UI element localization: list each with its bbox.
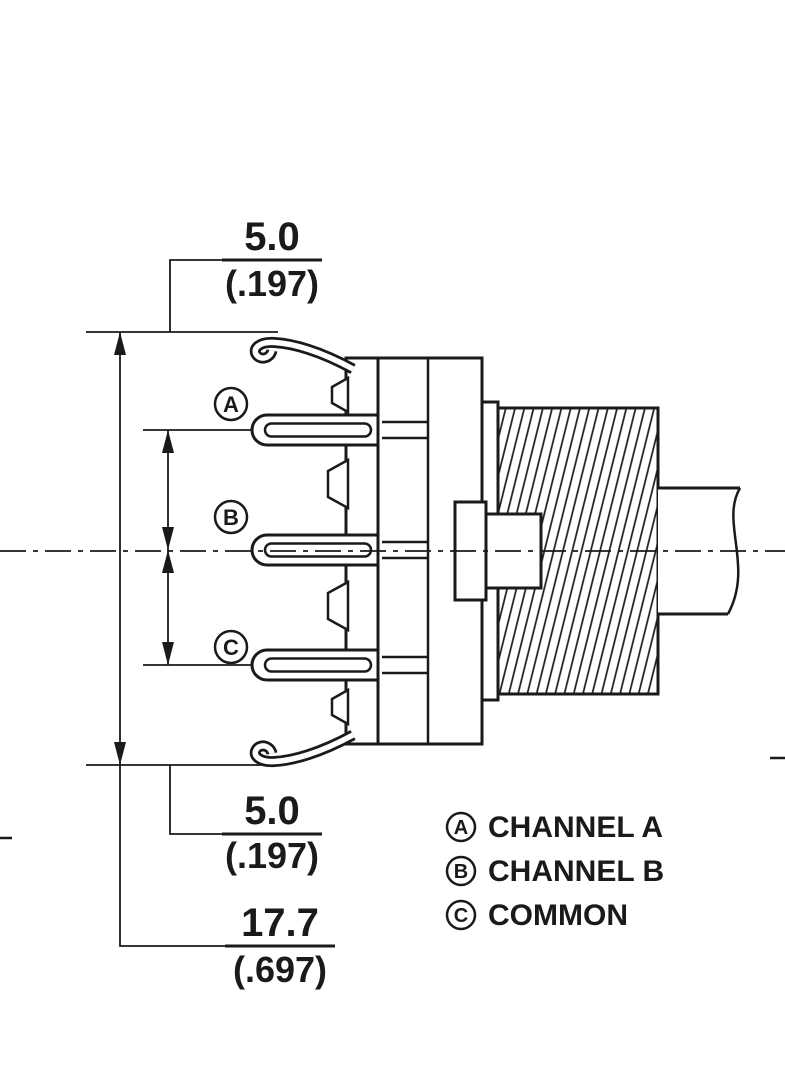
arrowhead-down-icon [162, 527, 174, 550]
arrowhead-down-icon [162, 642, 174, 665]
callout-letter-a: A [223, 392, 239, 417]
clip-core [252, 732, 355, 765]
legend: A CHANNEL A B CHANNEL B C COMMON [445, 811, 664, 932]
overall-dimension-line [119, 332, 225, 947]
legend-row-channel-b: B CHANNEL B [445, 855, 664, 888]
arrowhead-up-icon [162, 430, 174, 453]
legend-circle-b [445, 855, 477, 887]
legend-circle-a [445, 811, 477, 843]
dimension-lines [86, 259, 278, 947]
dimension-top: 5.0 (.197) [222, 215, 322, 304]
legend-row-common: C COMMON [445, 899, 628, 932]
terminal-c [250, 648, 384, 682]
dimension-alt-value: (.697) [233, 949, 327, 990]
callout-circle-b [213, 499, 249, 535]
legend-label: COMMON [488, 899, 628, 932]
dimension-alt-value: (.197) [225, 263, 319, 304]
arrowhead-down-icon [114, 742, 126, 765]
legend-symbol: A [454, 817, 468, 839]
bottom-mounting-clip [249, 730, 356, 768]
clip-core [252, 339, 355, 372]
top-dimension-leader [169, 259, 222, 332]
shaft-break-line [726, 487, 742, 615]
arrowhead-up-icon [114, 332, 126, 355]
terminal-b [250, 533, 384, 567]
dimension-value: 17.7 [241, 901, 319, 945]
legend-circle-c [445, 899, 477, 931]
wafer-tab [326, 457, 350, 511]
wafer-tab [326, 579, 350, 633]
dimension-value: 5.0 [244, 215, 300, 259]
legend-symbol: C [454, 905, 468, 927]
arrowhead-up-icon [162, 550, 174, 573]
callout-circle-c [213, 629, 249, 665]
terminal-slot [263, 657, 373, 673]
wafer-tab [330, 687, 350, 727]
legend-label: CHANNEL B [488, 855, 664, 888]
bottom-dimension-leader [169, 765, 222, 835]
terminal-tails [382, 420, 428, 675]
component [249, 336, 742, 768]
terminal-a [250, 413, 384, 447]
legend-label: CHANNEL A [488, 811, 663, 844]
legend-symbol: B [454, 861, 468, 883]
dimension-bottom: 5.0 (.197) [222, 789, 322, 876]
dimension-overall: 17.7 (.697) [225, 901, 335, 990]
wafer-tab [330, 375, 350, 415]
terminal-slot [263, 422, 373, 438]
callout-circle-a [213, 386, 249, 422]
legend-row-channel-a: A CHANNEL A [445, 811, 663, 844]
dimension-alt-value: (.197) [225, 835, 319, 876]
callout-letter-b: B [223, 505, 239, 530]
terminal-callouts: A B C [213, 386, 249, 665]
terminal-slot [263, 542, 373, 558]
top-mounting-clip [249, 336, 356, 374]
callout-letter-c: C [223, 635, 239, 660]
dimension-value: 5.0 [244, 789, 300, 833]
